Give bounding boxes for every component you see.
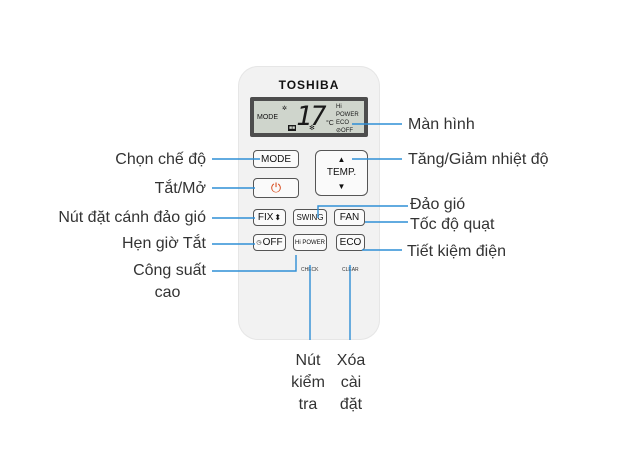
callout-hipower-2: cao bbox=[145, 283, 190, 302]
callout-fix: Nút đặt cánh đảo gió bbox=[58, 208, 206, 227]
callout-clear-1: Xóa bbox=[326, 351, 376, 370]
callout-clear-3: đặt bbox=[326, 395, 376, 414]
callout-fan: Tốc độ quạt bbox=[410, 215, 495, 234]
callout-timer: Hẹn giờ Tắt bbox=[122, 234, 206, 253]
line-swing bbox=[318, 206, 408, 218]
callout-hipower-1: Công suất bbox=[133, 261, 206, 280]
callout-swing: Đảo gió bbox=[410, 195, 465, 214]
line-hipower bbox=[212, 255, 296, 271]
callout-temp: Tăng/Giảm nhiệt độ bbox=[408, 150, 549, 169]
callout-screen: Màn hình bbox=[408, 115, 475, 134]
callout-clear-2: cài bbox=[326, 373, 376, 392]
callout-power: Tắt/Mở bbox=[155, 179, 206, 198]
callout-mode: Chọn chế độ bbox=[115, 150, 206, 169]
callout-eco: Tiết kiệm điện bbox=[407, 242, 506, 261]
